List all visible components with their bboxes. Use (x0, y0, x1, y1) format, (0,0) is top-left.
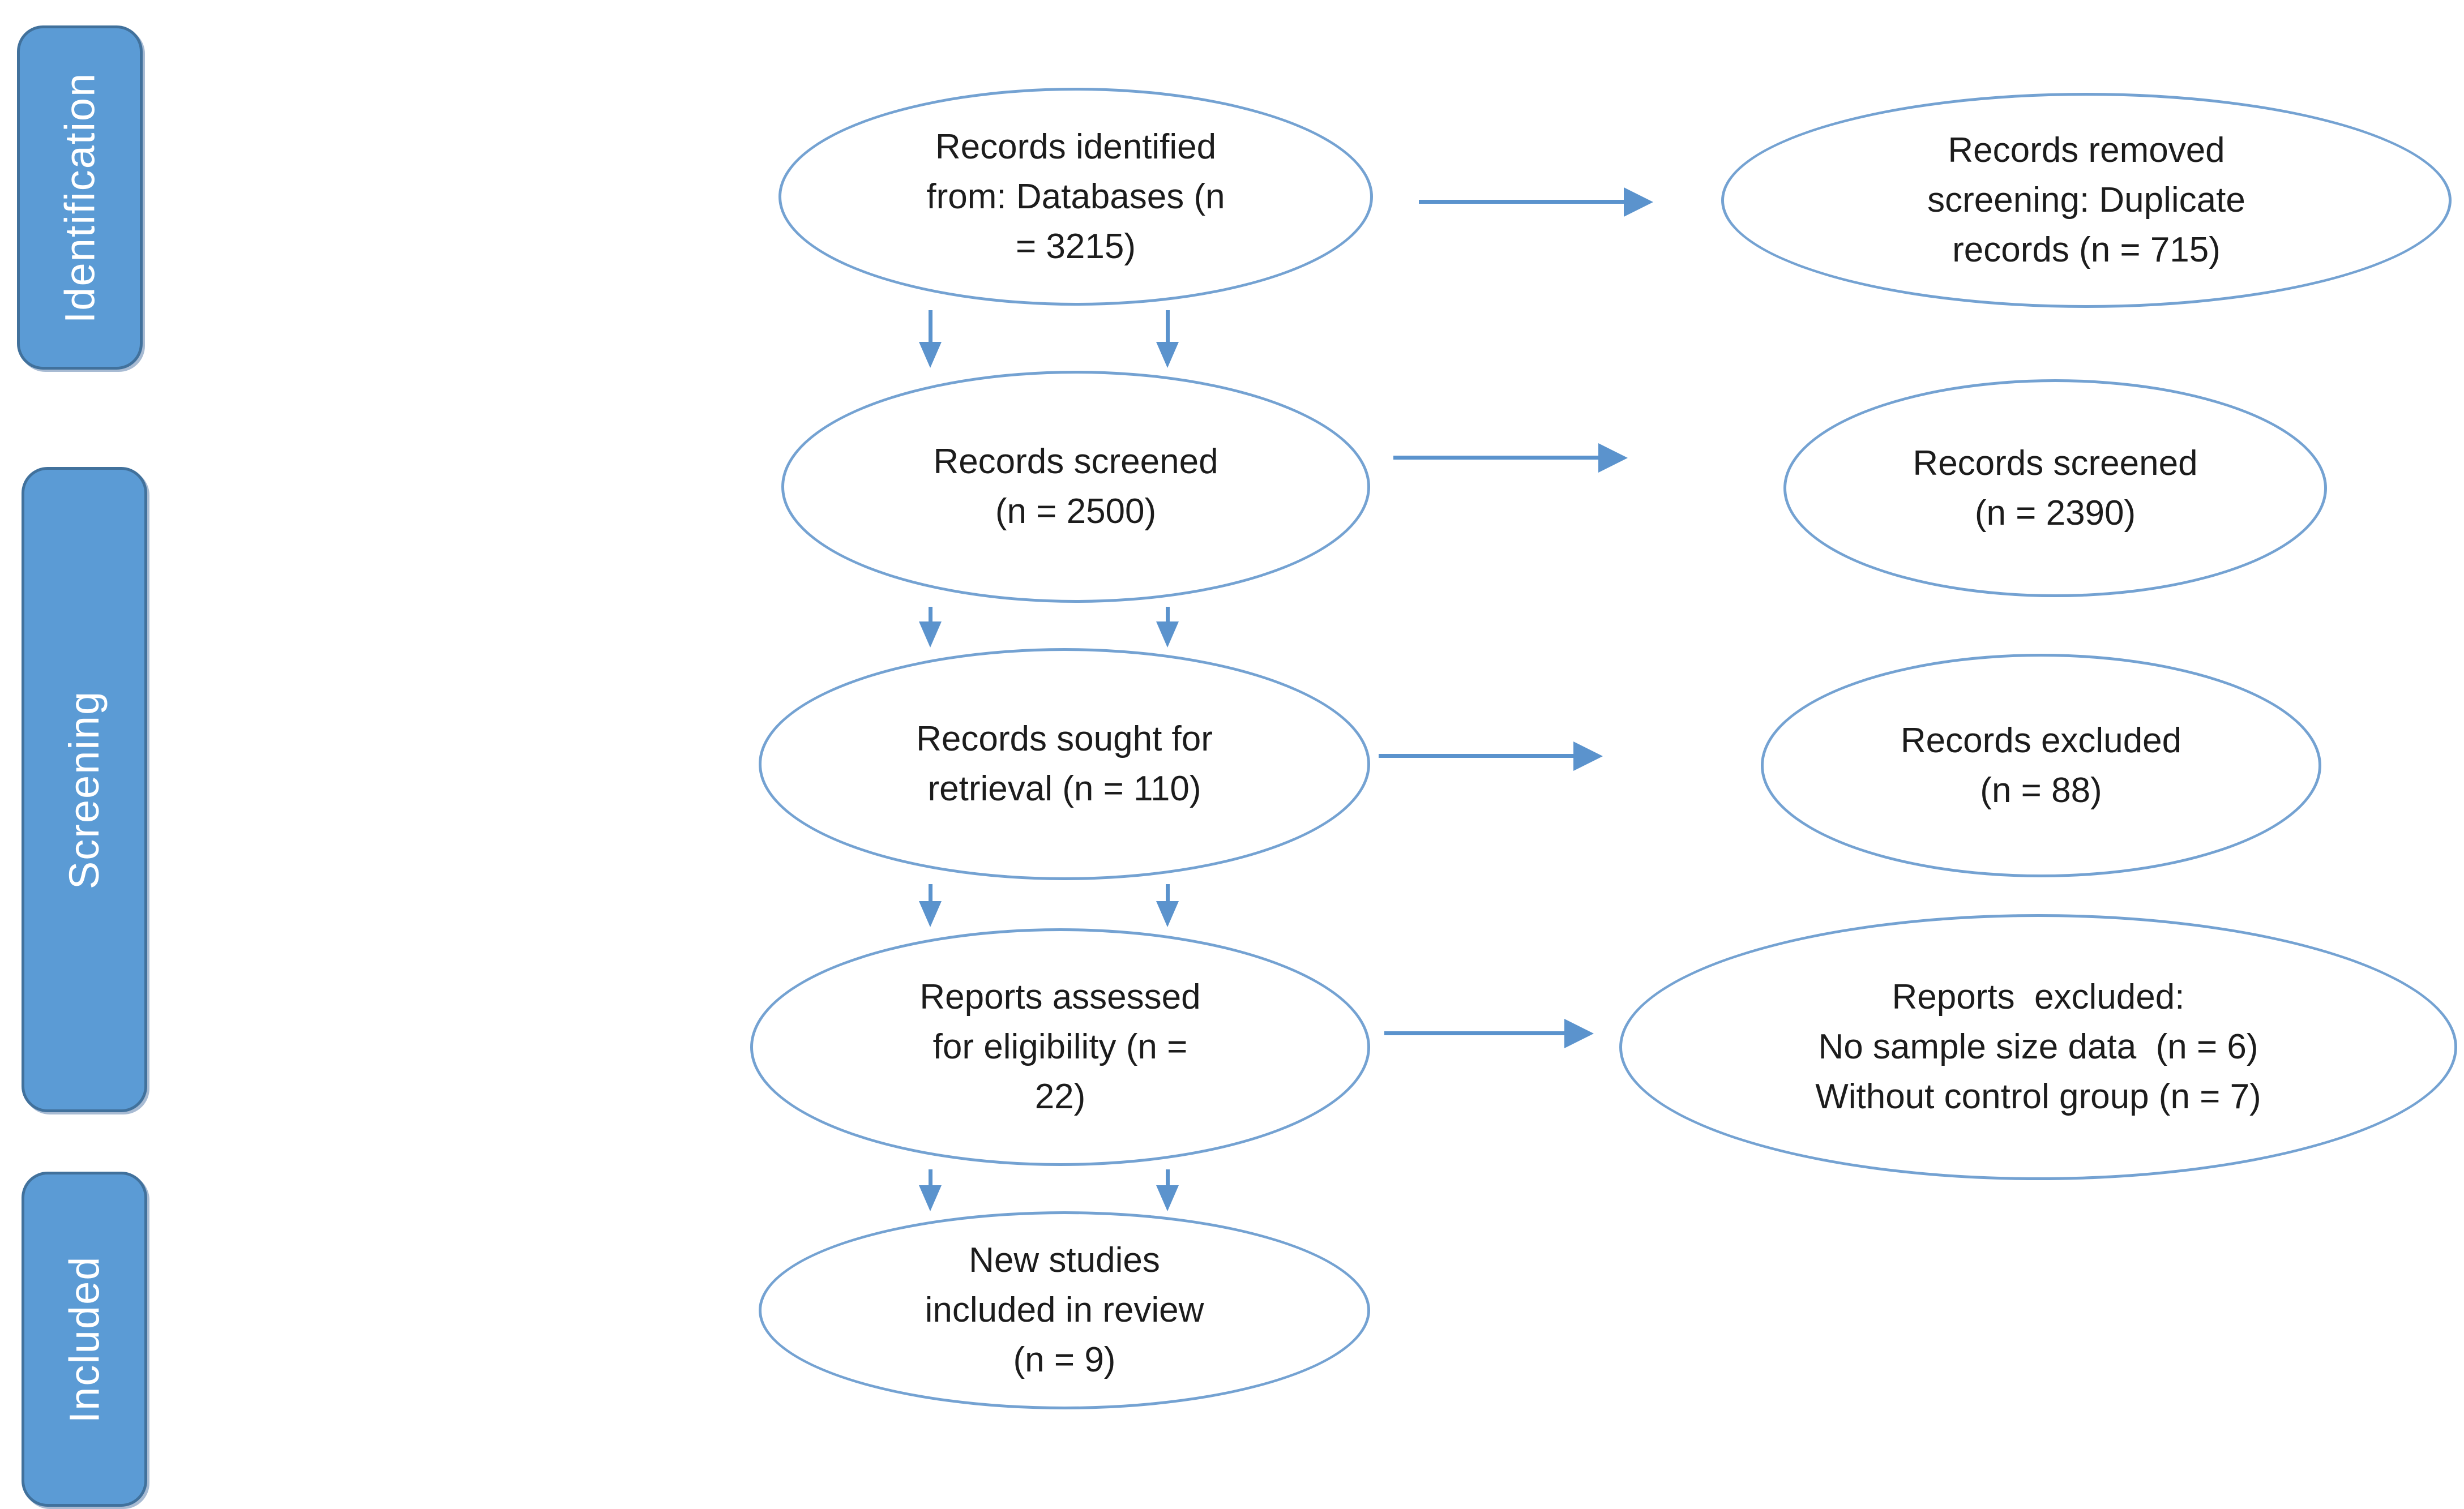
node-line: (n = 2500) (995, 492, 1157, 531)
arrow-down-3-right-shaft (1166, 884, 1170, 902)
arrow-assessed-to-reports-excluded-head (1564, 1019, 1594, 1048)
arrow-down-4-right-shaft (1166, 1169, 1170, 1186)
node-line: Records excluded (1900, 721, 2182, 760)
arrow-down-2-right-head (1156, 621, 1179, 648)
node-records-sought: Records sought for retrieval (n = 110) (759, 648, 1370, 880)
stage-label-included: Included (61, 1255, 108, 1423)
node-line: 22) (1034, 1077, 1086, 1116)
node-line: No sample size data (n = 6) (1818, 1027, 2258, 1066)
arrow-down-2-left-head (919, 621, 942, 648)
arrow-down-2-left-shaft (929, 607, 932, 623)
arrow-down-4-left-head (919, 1185, 942, 1211)
node-line: (n = 9) (1013, 1340, 1116, 1379)
node-new-studies-included: New studies included in review (n = 9) (759, 1211, 1370, 1409)
node-line: Records sought for (916, 719, 1213, 758)
node-line: Records screened (1913, 443, 2198, 483)
node-line: Reports assessed (919, 978, 1201, 1017)
arrow-down-3-left-shaft (929, 884, 932, 902)
node-line: Records screened (933, 442, 1218, 481)
node-reports-assessed: Reports assessed for eligibility (n = 22… (750, 928, 1370, 1166)
node-line: New studies (969, 1241, 1160, 1280)
arrow-identified-to-removed-head (1624, 187, 1653, 217)
arrow-screened-to-screened-out-shaft (1393, 456, 1598, 460)
arrow-down-2-right-shaft (1166, 607, 1170, 623)
node-line: Reports excluded: (1892, 978, 2185, 1017)
arrow-down-1-left-head (919, 342, 942, 368)
node-records-excluded: Records excluded (n = 88) (1761, 654, 2321, 877)
arrow-down-4-right-head (1156, 1185, 1179, 1211)
node-line: screening: Duplicate (1927, 181, 2245, 220)
stage-label-identification: Identification (56, 72, 104, 323)
node-line: records (n = 715) (1952, 230, 2221, 269)
stage-label-screening: Screening (61, 690, 108, 889)
node-records-removed: Records removed screening: Duplicate rec… (1721, 93, 2452, 308)
stage-box-screening: Screening (22, 467, 147, 1112)
node-records-screened-out: Records screened (n = 2390) (1783, 379, 2327, 597)
arrow-sought-to-excluded-shaft (1379, 754, 1573, 758)
arrow-down-1-right-shaft (1166, 310, 1170, 342)
node-line: from: Databases (n (926, 177, 1225, 216)
arrow-down-4-left-shaft (929, 1169, 932, 1186)
stage-box-included: Included (22, 1172, 147, 1507)
arrow-down-1-right-head (1156, 342, 1179, 368)
node-line: = 3215) (1015, 226, 1136, 266)
node-line: (n = 2390) (1974, 493, 2136, 533)
node-line: Records identified (935, 127, 1217, 166)
stage-box-identification: Identification (17, 25, 143, 370)
node-line: Records removed (1948, 131, 2225, 170)
node-line: (n = 88) (1980, 770, 2102, 810)
arrow-down-3-left-head (919, 901, 942, 927)
node-line: retrieval (n = 110) (927, 769, 1201, 808)
node-line: included in review (925, 1291, 1204, 1330)
arrow-identified-to-removed-shaft (1419, 200, 1624, 204)
node-reports-excluded: Reports excluded: No sample size data (n… (1619, 914, 2457, 1180)
arrow-assessed-to-reports-excluded-shaft (1384, 1031, 1564, 1035)
arrow-sought-to-excluded-head (1573, 741, 1603, 771)
arrow-down-1-left-shaft (929, 310, 932, 342)
node-line: Without control group (n = 7) (1815, 1077, 2261, 1116)
arrow-screened-to-screened-out-head (1598, 443, 1628, 473)
node-records-identified: Records identified from: Databases (n = … (778, 88, 1373, 306)
node-records-screened: Records screened (n = 2500) (781, 371, 1370, 603)
arrow-down-3-right-head (1156, 901, 1179, 927)
node-line: for eligibility (n = (932, 1027, 1188, 1066)
